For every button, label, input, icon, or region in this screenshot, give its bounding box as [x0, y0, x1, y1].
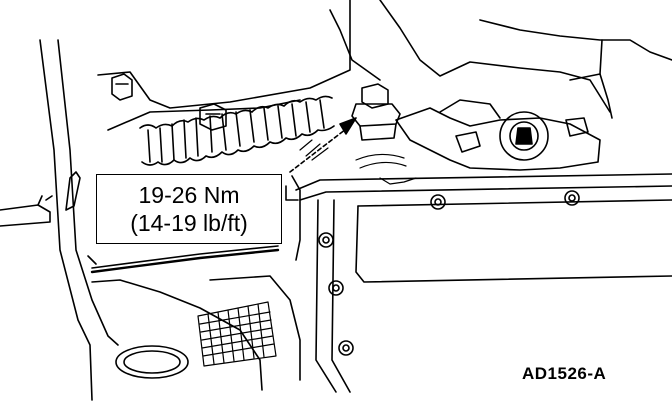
- upper-housing: [97, 0, 672, 131]
- corrugated-boot: [139, 95, 335, 166]
- shift-lever-plate: [395, 99, 601, 171]
- torque-lbft-label: (14-19 lb/ft): [130, 210, 248, 236]
- shading-strokes: [299, 139, 417, 185]
- shift-lever-bolt: [351, 83, 401, 141]
- oil-pan: [285, 173, 672, 393]
- pan-bolts: [318, 190, 580, 356]
- grille-hatch: [197, 301, 277, 367]
- left-bracket-lines: [0, 39, 119, 401]
- lower-cable: [87, 245, 301, 391]
- callout-arrow: [289, 117, 357, 173]
- small-nut-top-left: [111, 73, 133, 101]
- figure-id-label: AD1526-A: [522, 364, 607, 383]
- torque-callout-box: 19-26 Nm (14-19 lb/ft): [96, 174, 282, 244]
- torque-nm-label: 19-26 Nm: [138, 182, 240, 208]
- oval-plug: [115, 345, 189, 379]
